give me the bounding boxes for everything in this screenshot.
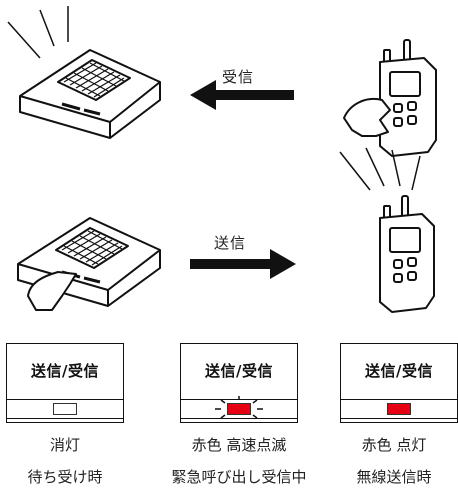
panel-header: 送信/受信 xyxy=(340,343,458,397)
panel-header: 送信/受信 xyxy=(6,343,124,397)
send-arrow-icon xyxy=(190,249,296,279)
lamp-off-indicator xyxy=(53,403,77,415)
base-unit-bottom-icon xyxy=(17,217,161,311)
panel-header: 送信/受信 xyxy=(180,343,298,397)
panel-title: 送信/受信 xyxy=(205,361,273,380)
caption-condition-transmit: 無線送信時 xyxy=(356,468,432,486)
status-panel-idle: 送信/受信 xyxy=(6,343,124,425)
lamp-blinking-indicator xyxy=(227,403,251,415)
caption-condition-idle: 待ち受け時 xyxy=(27,468,103,486)
blink-rays-icon xyxy=(215,396,263,419)
status-panel-transmit: 送信/受信 xyxy=(340,343,458,425)
handheld-radio-top-icon xyxy=(343,39,437,157)
caption-state-emergency: 赤色 高速点滅 xyxy=(191,436,287,454)
panel-lamp-bar xyxy=(340,396,458,423)
handheld-radio-bottom-icon xyxy=(379,195,435,313)
caption-state-idle: 消灯 xyxy=(49,436,80,454)
caption-state-transmit: 赤色 点灯 xyxy=(361,436,427,454)
lamp-on-indicator xyxy=(387,403,411,415)
signal-lines-top-icon xyxy=(7,6,69,59)
receive-label: 受信 xyxy=(222,68,255,86)
signal-lines-mid-icon xyxy=(339,147,421,191)
send-label: 送信 xyxy=(214,234,247,252)
status-panel-emergency: 送信/受信 xyxy=(180,343,298,425)
panel-lamp-bar xyxy=(6,396,124,423)
caption-condition-emergency: 緊急呼び出し受信中 xyxy=(171,468,307,486)
panel-title: 送信/受信 xyxy=(365,361,433,380)
panel-lamp-bar xyxy=(180,396,298,423)
receive-arrow-icon xyxy=(190,80,294,110)
base-unit-top-icon xyxy=(19,49,161,139)
panel-title: 送信/受信 xyxy=(31,361,99,380)
